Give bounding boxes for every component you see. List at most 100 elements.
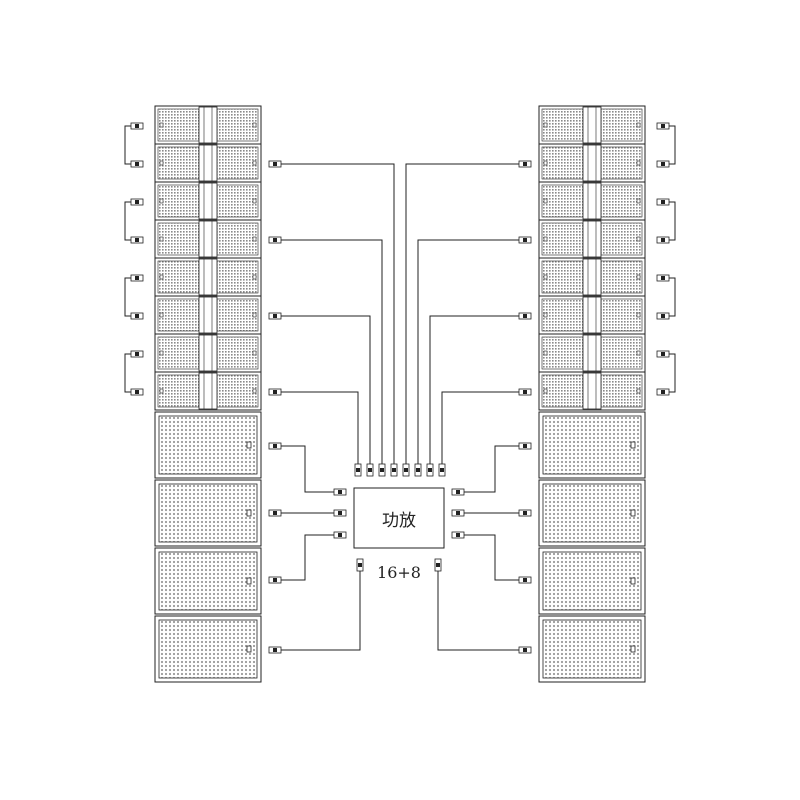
speakon-connector <box>414 463 422 477</box>
left-speaker-stack <box>154 105 262 683</box>
line-array-module <box>154 333 262 373</box>
cable <box>669 353 676 393</box>
subwoofer <box>538 615 646 683</box>
line-array-module <box>538 219 646 259</box>
speakon-connector <box>390 463 398 477</box>
speaker-cables <box>124 125 676 651</box>
subwoofer <box>538 547 646 615</box>
speakon-connector <box>130 388 144 396</box>
line-array-module <box>154 219 262 259</box>
cable <box>464 445 519 493</box>
speakon-connector <box>656 236 670 244</box>
line-array-module <box>154 371 262 411</box>
speakon-connector <box>354 463 362 477</box>
cable <box>281 571 361 651</box>
speakon-connector <box>518 312 532 320</box>
cable <box>281 391 359 465</box>
line-array-module <box>538 333 646 373</box>
speakon-connector <box>656 350 670 358</box>
speakon-connector <box>656 160 670 168</box>
line-array-module <box>154 105 262 145</box>
cable <box>669 201 676 241</box>
cable <box>669 277 676 317</box>
speakon-connector <box>130 160 144 168</box>
subwoofer <box>538 411 646 479</box>
speakon-connector <box>656 198 670 206</box>
speakon-connector <box>268 442 282 450</box>
speakon-connector <box>268 312 282 320</box>
speakon-connector <box>518 509 532 517</box>
line-array-module <box>154 295 262 335</box>
subwoofer <box>538 479 646 547</box>
subwoofer <box>154 615 262 683</box>
speakon-connector <box>130 312 144 320</box>
cable <box>281 163 395 465</box>
speakon-connector <box>366 463 374 477</box>
speakon-connector <box>518 646 532 654</box>
speakon-connector <box>268 576 282 584</box>
speakon-connector <box>656 312 670 320</box>
cable <box>464 534 519 581</box>
speakon-connector <box>438 463 446 477</box>
speakon-connector <box>333 488 347 496</box>
speakon-connector <box>656 122 670 130</box>
speakon-connector <box>518 576 532 584</box>
speakon-connector <box>451 509 465 517</box>
speakon-connector <box>268 388 282 396</box>
speakon-connector <box>268 160 282 168</box>
speakon-connector <box>518 442 532 450</box>
speakon-connector <box>378 463 386 477</box>
line-array-module <box>154 257 262 297</box>
amplifier-channel-count: 16+8 <box>377 563 421 582</box>
line-array-module <box>538 295 646 335</box>
subwoofer <box>154 411 262 479</box>
cable <box>124 201 131 241</box>
speakon-connector <box>426 463 434 477</box>
cable <box>124 125 131 165</box>
amplifier-label: 功放 <box>382 510 416 531</box>
cable <box>281 239 383 465</box>
speakon-connector <box>130 236 144 244</box>
speakon-connector <box>268 236 282 244</box>
cable <box>437 571 519 651</box>
cable <box>124 353 131 393</box>
speakon-connector <box>268 646 282 654</box>
speakon-connector <box>333 531 347 539</box>
cable <box>441 391 519 465</box>
speakon-connector <box>656 388 670 396</box>
line-array-module <box>538 257 646 297</box>
line-array-module <box>154 143 262 183</box>
speakon-connector <box>656 274 670 282</box>
cable <box>281 315 371 465</box>
subwoofer <box>154 547 262 615</box>
cable <box>669 125 676 165</box>
speakon-connector <box>402 463 410 477</box>
speakon-connector <box>333 509 347 517</box>
cable <box>429 315 519 465</box>
cable <box>417 239 519 465</box>
cable <box>281 445 334 493</box>
speakon-connector <box>451 531 465 539</box>
speakon-connector <box>130 350 144 358</box>
line-array-module <box>538 371 646 411</box>
line-array-module <box>154 181 262 221</box>
speakon-connector <box>268 509 282 517</box>
line-array-module <box>538 143 646 183</box>
speakon-connector <box>451 488 465 496</box>
speakon-connector <box>434 558 442 572</box>
line-array-module <box>538 105 646 145</box>
cable <box>405 163 519 465</box>
line-array-module <box>538 181 646 221</box>
speakon-connector <box>130 198 144 206</box>
speakon-connectors <box>130 122 670 654</box>
speakon-connector <box>518 236 532 244</box>
speakon-connector <box>130 274 144 282</box>
amplifier-box <box>353 487 445 549</box>
speakon-connector <box>356 558 364 572</box>
speakon-connector <box>518 388 532 396</box>
subwoofer <box>154 479 262 547</box>
right-speaker-stack <box>538 105 646 683</box>
speakon-connector <box>518 160 532 168</box>
cable <box>124 277 131 317</box>
